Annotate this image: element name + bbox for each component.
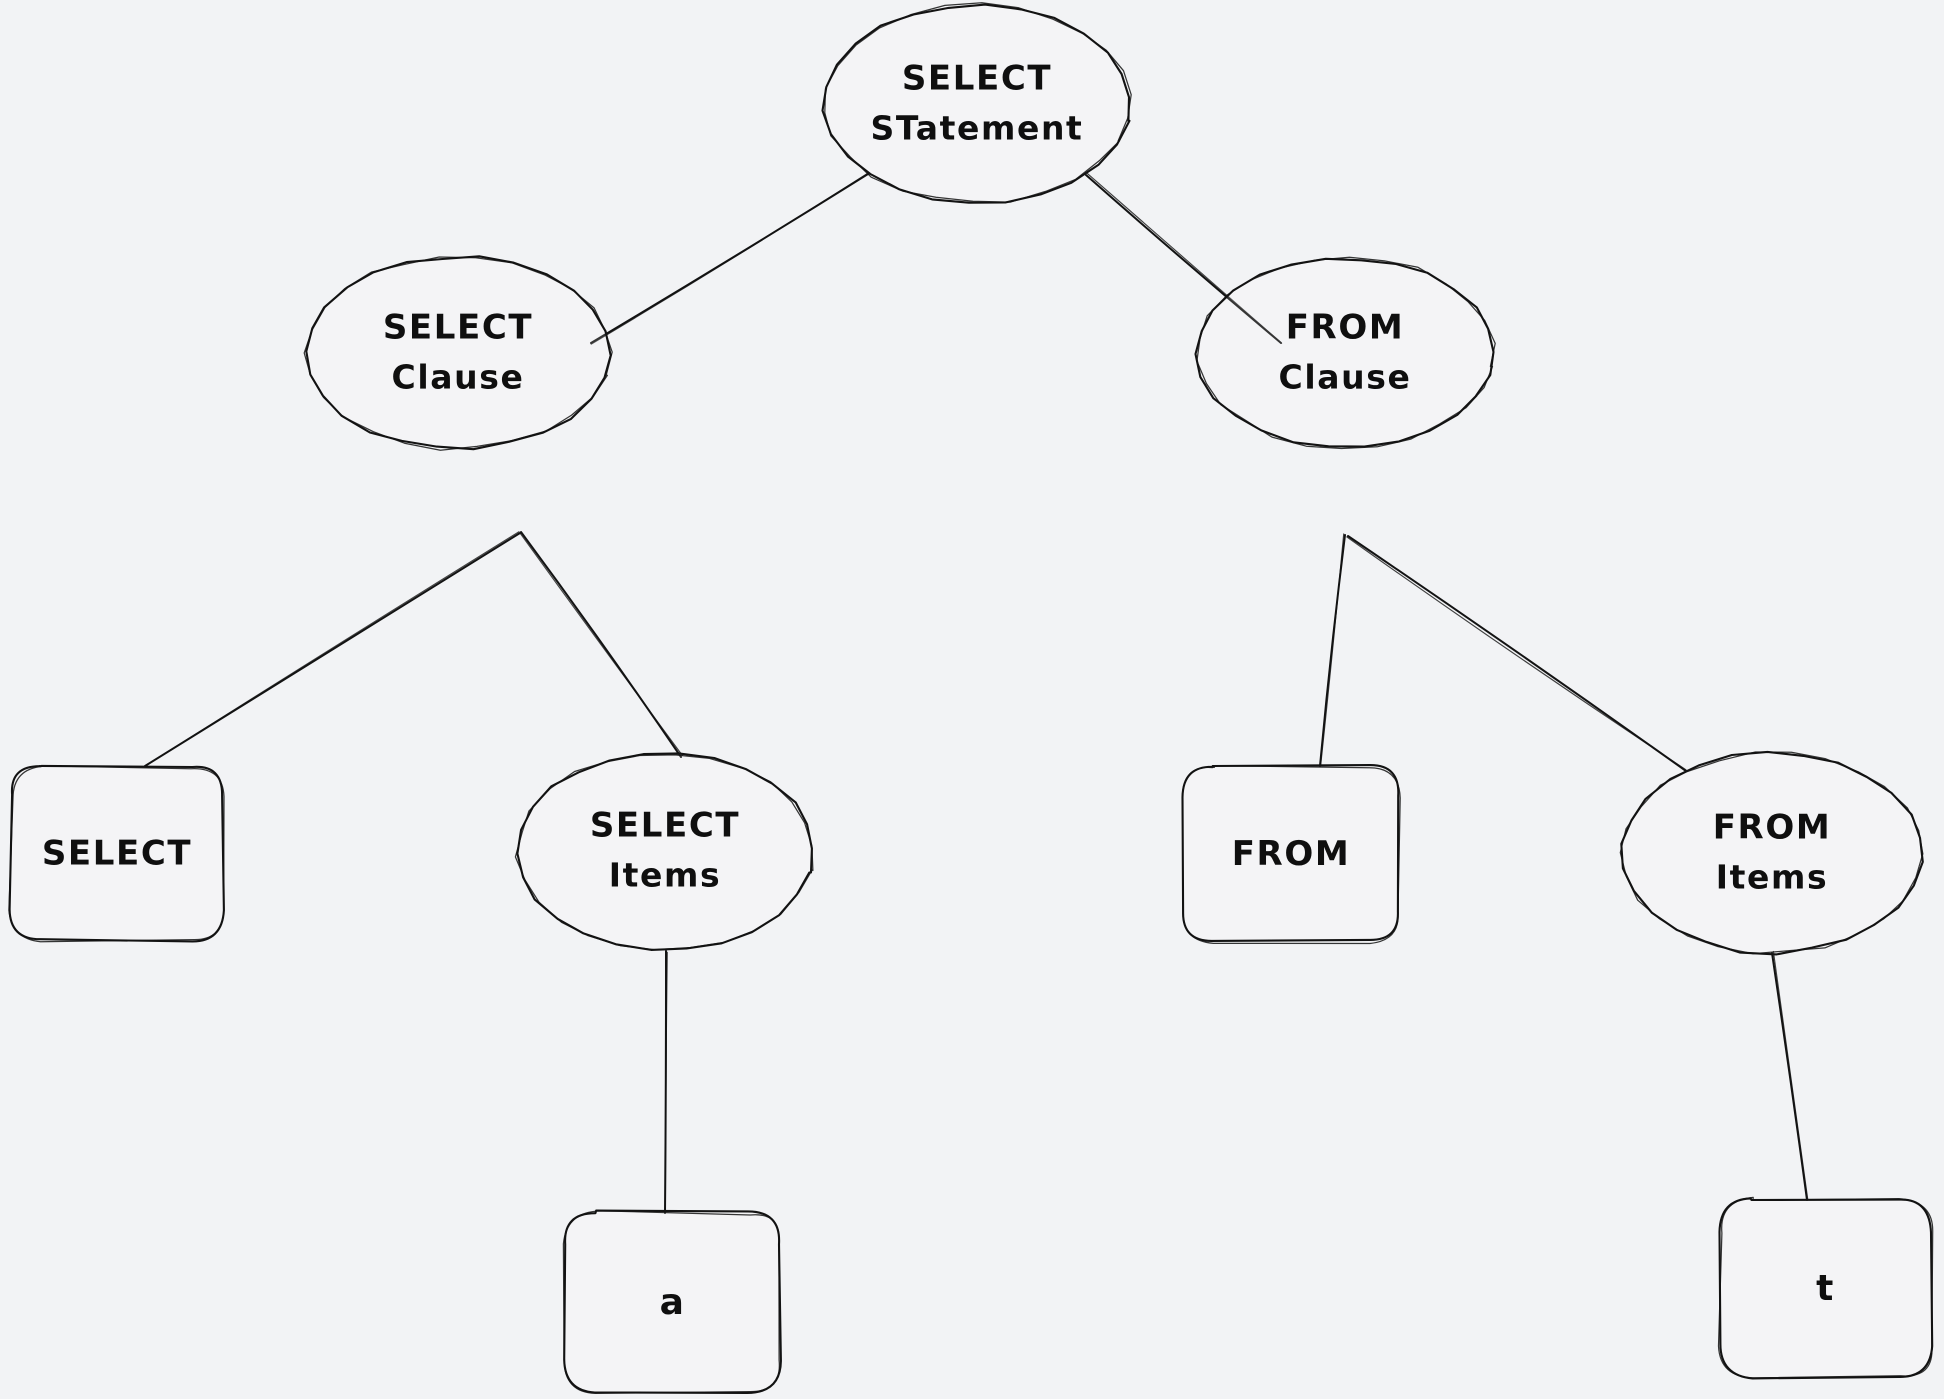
edge-stroke-ghost	[1772, 950, 1809, 1200]
node-outline-ghost	[303, 256, 613, 451]
node-label-line1: FROM	[1286, 308, 1405, 348]
node-select-terminal[interactable]: SELECT	[8, 764, 225, 943]
node-outline-ghost	[514, 754, 814, 951]
edge-select-clause-to-select-items	[519, 531, 683, 758]
edge-stroke	[1347, 535, 1687, 772]
node-outline-ghost	[1717, 1196, 1934, 1379]
node-label-line1: SELECT	[383, 308, 533, 348]
edge-from-items-to-value-t	[1771, 950, 1809, 1201]
node-outline-ghost	[1181, 764, 1401, 945]
edge-select-statement-to-from-clause	[1085, 172, 1283, 344]
node-outline-ghost	[1196, 256, 1496, 450]
edge-stroke-ghost	[143, 531, 520, 768]
node-label-line2: Items	[1716, 858, 1828, 897]
node-label-line2: Clause	[1279, 358, 1412, 397]
node-label-line1: SELECT	[590, 806, 740, 846]
node-label-line2: STatement	[871, 109, 1084, 148]
edge-select-statement-to-select-clause	[590, 173, 869, 345]
node-label-line1: FROM	[1232, 834, 1351, 874]
node-select-statement[interactable]: SELECT STatement	[821, 2, 1132, 204]
node-outline-ghost	[824, 2, 1132, 203]
edge-stroke-ghost	[590, 173, 868, 345]
node-value-a[interactable]: a	[562, 1209, 782, 1395]
edge-stroke-ghost	[1320, 533, 1345, 766]
node-ellipse[interactable]	[516, 752, 813, 951]
edge-stroke-ghost	[1086, 172, 1283, 344]
edge-stroke-ghost	[1346, 536, 1687, 771]
node-label-line1: a	[660, 1282, 685, 1323]
node-label-line1: t	[1816, 1268, 1834, 1309]
node-outline-ghost	[8, 765, 225, 943]
node-label-line1: FROM	[1713, 808, 1832, 848]
node-label-line1: SELECT	[42, 834, 192, 874]
edge-stroke	[1085, 174, 1282, 344]
node-value-t[interactable]: t	[1717, 1196, 1934, 1380]
edge-select-items-to-value-a	[664, 950, 668, 1214]
node-from-items[interactable]: FROM Items	[1619, 750, 1924, 956]
node-label-line1: SELECT	[902, 59, 1052, 99]
node-from-clause[interactable]: FROM Clause	[1194, 256, 1496, 450]
node-outline-ghost	[1619, 751, 1924, 955]
node-label-line2: Items	[609, 856, 721, 895]
node-outline-ghost	[562, 1210, 780, 1395]
node-label-line2: Clause	[392, 358, 525, 397]
edge-from-clause-to-from-items	[1346, 535, 1687, 772]
edges-layer	[143, 172, 1809, 1214]
node-select-clause[interactable]: SELECT Clause	[303, 255, 613, 451]
node-select-items[interactable]: SELECT Items	[514, 752, 814, 951]
edge-stroke-ghost	[519, 532, 683, 756]
edge-stroke	[520, 531, 682, 758]
edge-select-clause-to-select-terminal	[143, 531, 521, 768]
node-rounded-rect[interactable]	[1718, 1197, 1934, 1380]
edge-from-clause-to-from-terminal	[1319, 533, 1346, 767]
nodes-layer: SELECTSTatementSELECTClauseFROMClauseSEL…	[8, 2, 1934, 1395]
node-from-terminal[interactable]: FROM	[1181, 764, 1401, 945]
edge-stroke	[1771, 952, 1808, 1201]
edge-stroke-ghost	[664, 951, 668, 1213]
